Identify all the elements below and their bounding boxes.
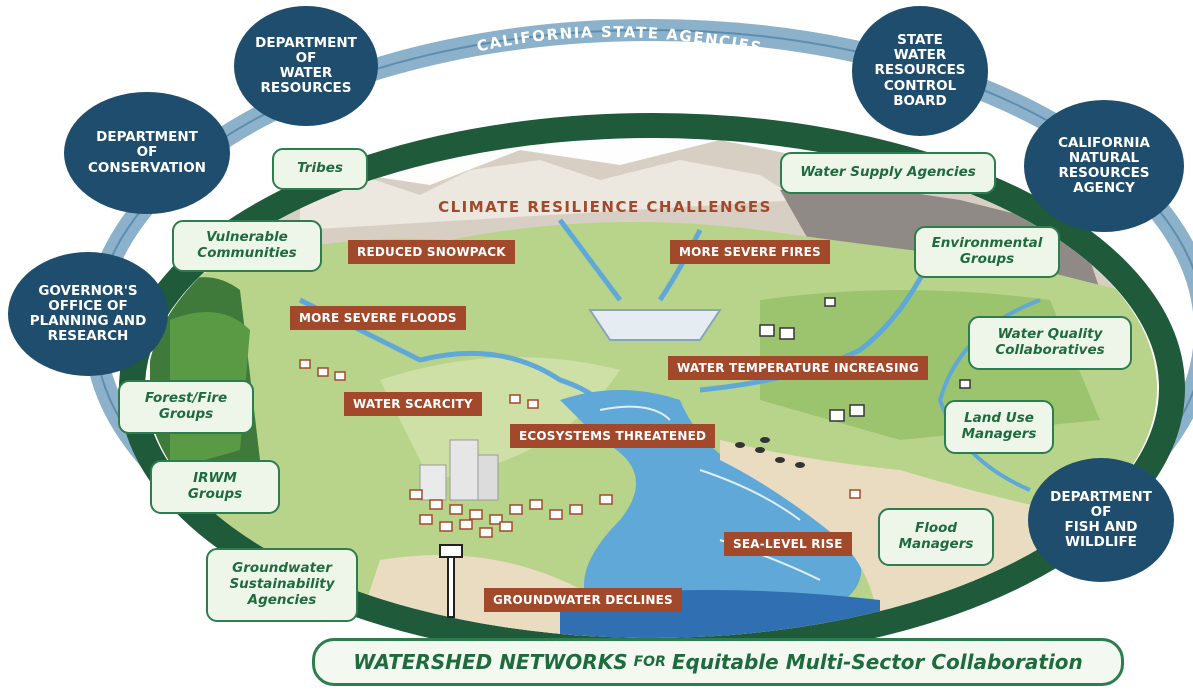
collab-water-supply: Water Supply Agencies: [780, 152, 996, 194]
banner-part1: WATERSHED NETWORKS: [353, 650, 628, 674]
collab-tribes: Tribes: [272, 148, 368, 190]
agency-opr: GOVERNOR'S OFFICE OF PLANNING AND RESEAR…: [8, 252, 168, 376]
collab-flood: Flood Managers: [878, 508, 994, 566]
challenges-heading: CLIMATE RESILIENCE CHALLENGES: [438, 198, 772, 216]
agency-dwr: DEPARTMENT OF WATER RESOURCES: [234, 6, 378, 126]
challenge-fires: MORE SEVERE FIRES: [670, 240, 830, 264]
collab-groundwater: Groundwater Sustainability Agencies: [206, 548, 358, 622]
collab-water-quality: Water Quality Collaboratives: [968, 316, 1132, 370]
challenge-temperature: WATER TEMPERATURE INCREASING: [668, 356, 928, 380]
challenge-groundwater-declines: GROUNDWATER DECLINES: [484, 588, 682, 612]
banner-part3: Equitable Multi-Sector Collaboration: [671, 650, 1083, 674]
agency-conservation: DEPARTMENT OF CONSERVATION: [64, 92, 230, 214]
collab-land-use: Land Use Managers: [944, 400, 1054, 454]
banner-part2: FOR: [633, 654, 666, 670]
challenge-floods: MORE SEVERE FLOODS: [290, 306, 466, 330]
agency-cnra: CALIFORNIA NATURAL RESOURCES AGENCY: [1024, 100, 1184, 232]
title-banner: WATERSHED NETWORKS FOR Equitable Multi-S…: [312, 638, 1124, 686]
challenge-snowpack: REDUCED SNOWPACK: [348, 240, 515, 264]
agency-cdfw: DEPARTMENT OF FISH AND WILDLIFE: [1028, 458, 1174, 582]
challenge-ecosystems: ECOSYSTEMS THREATENED: [510, 424, 716, 448]
agency-swrcb: STATE WATER RESOURCES CONTROL BOARD: [852, 6, 988, 136]
challenge-scarcity: WATER SCARCITY: [344, 392, 482, 416]
collab-irwm: IRWM Groups: [150, 460, 280, 514]
challenge-sea-level: SEA-LEVEL RISE: [724, 532, 852, 556]
collab-vulnerable: Vulnerable Communities: [172, 220, 322, 272]
collab-forest-fire: Forest/Fire Groups: [118, 380, 254, 434]
well-tower-icon: [439, 544, 463, 618]
collab-environmental: Environmental Groups: [914, 226, 1060, 278]
